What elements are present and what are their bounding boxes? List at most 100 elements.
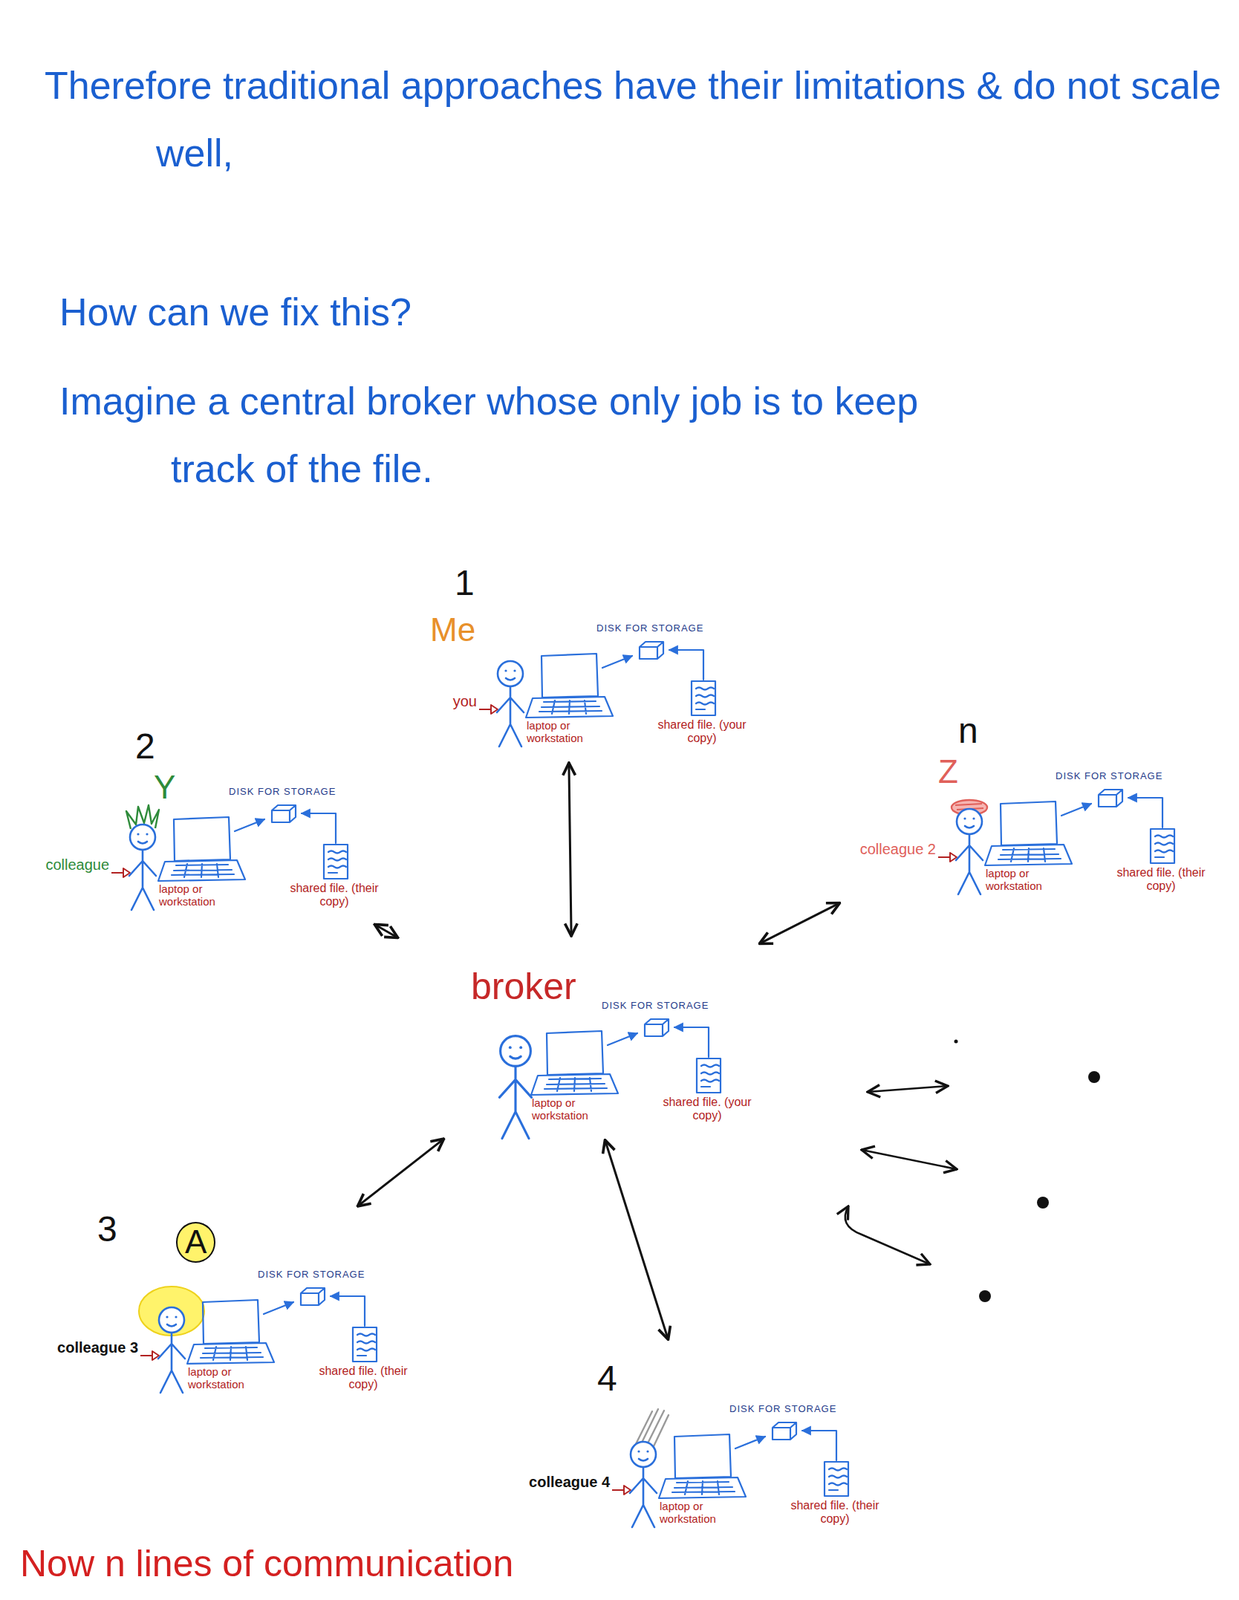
workstation-illustration (531, 1019, 721, 1095)
title-block: Therefore traditional approaches have th… (44, 51, 1226, 188)
laptop-label: laptop or workstation (158, 883, 247, 908)
text-slot: shared file. (their copy) (318, 1364, 408, 1391)
note-text: How can we fix this? (59, 278, 1100, 347)
text-slot: laptop or workstation (659, 1500, 748, 1525)
file-label: shared file. (their copy) (790, 1498, 880, 1525)
more-colleagues-dots (1036, 1196, 1049, 1209)
more-arrows (861, 1149, 957, 1170)
pointer-arrow (111, 868, 130, 878)
connector-arrow (759, 903, 840, 945)
file-label: shared file. (your copy) (662, 1095, 752, 1122)
workstation-illustration (187, 1288, 377, 1364)
workstation-node: 1Me you DISK FOR STORAGE laptop or workstat… (384, 562, 751, 760)
person-label: colleague 4 (516, 1473, 610, 1491)
file-label: shared file. (your copy) (657, 718, 747, 745)
pointer-arrow (612, 1485, 631, 1495)
text-slot: laptop or workstation (187, 1366, 276, 1391)
text-slot: laptop or workstation (526, 719, 615, 745)
workstation-illustration (525, 641, 716, 718)
label-slot: Imagine a central broker whose only job … (59, 367, 988, 503)
person-label: colleague 2 (843, 840, 936, 858)
disk-label: DISK FOR STORAGE (601, 1000, 709, 1012)
note-text: Imagine a central broker whose only job … (170, 367, 988, 503)
workstation-node: 2Ycolleague DISK FOR STORAGE laptop or wor… (16, 725, 384, 923)
text-slot: DISK FOR STORAGE (601, 1000, 709, 1012)
more-colleagues-dots (954, 1039, 959, 1044)
text-slot: shared file. (their copy) (1116, 866, 1206, 893)
disk-label: DISK FOR STORAGE (596, 623, 704, 635)
text-slot: laptop or workstation (531, 1097, 620, 1122)
text-slot: DISK FOR STORAGE (257, 1269, 365, 1281)
more-arrows (845, 1206, 930, 1265)
text-slot: colleague (16, 856, 110, 873)
text-slot: Y (153, 768, 176, 807)
pointer-arrow (140, 1351, 159, 1361)
workstation-illustration (984, 789, 1175, 866)
text-slot: Me (430, 611, 476, 650)
text-slot: 2 (135, 725, 156, 767)
more-colleagues-dots (954, 1039, 1101, 1303)
label-slot: How can we fix this? (59, 278, 1100, 347)
stick-figure (955, 808, 983, 895)
text-slot: 4 (597, 1357, 618, 1399)
workstation-illustration (158, 641, 1175, 1499)
connector-arrow (374, 924, 398, 938)
person-name: Me (430, 611, 476, 650)
connector-arrow (568, 762, 572, 936)
hair-decorations (126, 800, 988, 1447)
workstation-node: brokerDISK FOR STORAGE laptop or workstat… (389, 939, 757, 1137)
disk-label: DISK FOR STORAGE (729, 1403, 837, 1416)
file-label: shared file. (their copy) (1116, 866, 1206, 893)
stick-figure (496, 661, 524, 747)
text-slot: colleague 2 (843, 840, 936, 858)
more-colleagues-dots (1088, 1071, 1101, 1084)
text-slot: DISK FOR STORAGE (1055, 771, 1163, 783)
workstation-node: 4 colleague 4 DISK FOR STORAGE laptop or wo… (516, 1342, 884, 1540)
pointer-arrow (111, 704, 957, 1495)
more-arrows (867, 1085, 948, 1092)
connector-arrow (604, 1140, 668, 1340)
pointer-arrow (479, 704, 498, 714)
text-slot: you (384, 693, 477, 710)
connector-arrow (357, 1138, 444, 1207)
text-slot: Z (938, 753, 959, 792)
text-slot: laptop or workstation (985, 867, 1074, 893)
callout-number: 4 (597, 1357, 618, 1399)
pointer-arrow (938, 852, 957, 862)
callout-number: 2 (135, 725, 156, 767)
callout-number: 1 (454, 562, 475, 604)
text-slot: shared file. (your copy) (657, 718, 747, 745)
stick-figure (129, 661, 983, 1528)
person-name: broker (470, 965, 577, 1009)
callout-number: n (958, 710, 979, 751)
workstation-illustration (658, 1422, 849, 1499)
person-name: Z (938, 753, 959, 792)
text-slot: colleague 4 (516, 1473, 610, 1491)
text-slot: 3 (97, 1208, 118, 1250)
text-slot: shared file. (their copy) (790, 1498, 880, 1525)
text-slot: DISK FOR STORAGE (228, 786, 336, 798)
callout-number: 3 (97, 1208, 118, 1250)
person-label: colleague 3 (45, 1339, 139, 1356)
stick-figure (129, 824, 156, 910)
disk-label: DISK FOR STORAGE (228, 786, 336, 798)
disk-label: DISK FOR STORAGE (257, 1269, 365, 1281)
heading: Therefore traditional approaches have th… (155, 51, 1226, 188)
text-slot: 1 (454, 562, 475, 604)
text-slot: shared file. (their copy) (289, 881, 379, 908)
more-colleagues-dots (979, 1290, 991, 1303)
person-label: you (384, 693, 477, 710)
text-slot: DISK FOR STORAGE (729, 1403, 837, 1416)
person-name: Y (153, 768, 176, 807)
text-slot: DISK FOR STORAGE (596, 623, 704, 635)
stick-figure (629, 1441, 657, 1528)
text-slot: n (958, 710, 979, 751)
more-arrows (845, 1085, 957, 1265)
person-name: A (176, 1221, 216, 1263)
text-slot: colleague 3 (45, 1339, 139, 1356)
text-slot: A (176, 1221, 216, 1263)
label-slot: Now n lines of communication (20, 1531, 838, 1598)
